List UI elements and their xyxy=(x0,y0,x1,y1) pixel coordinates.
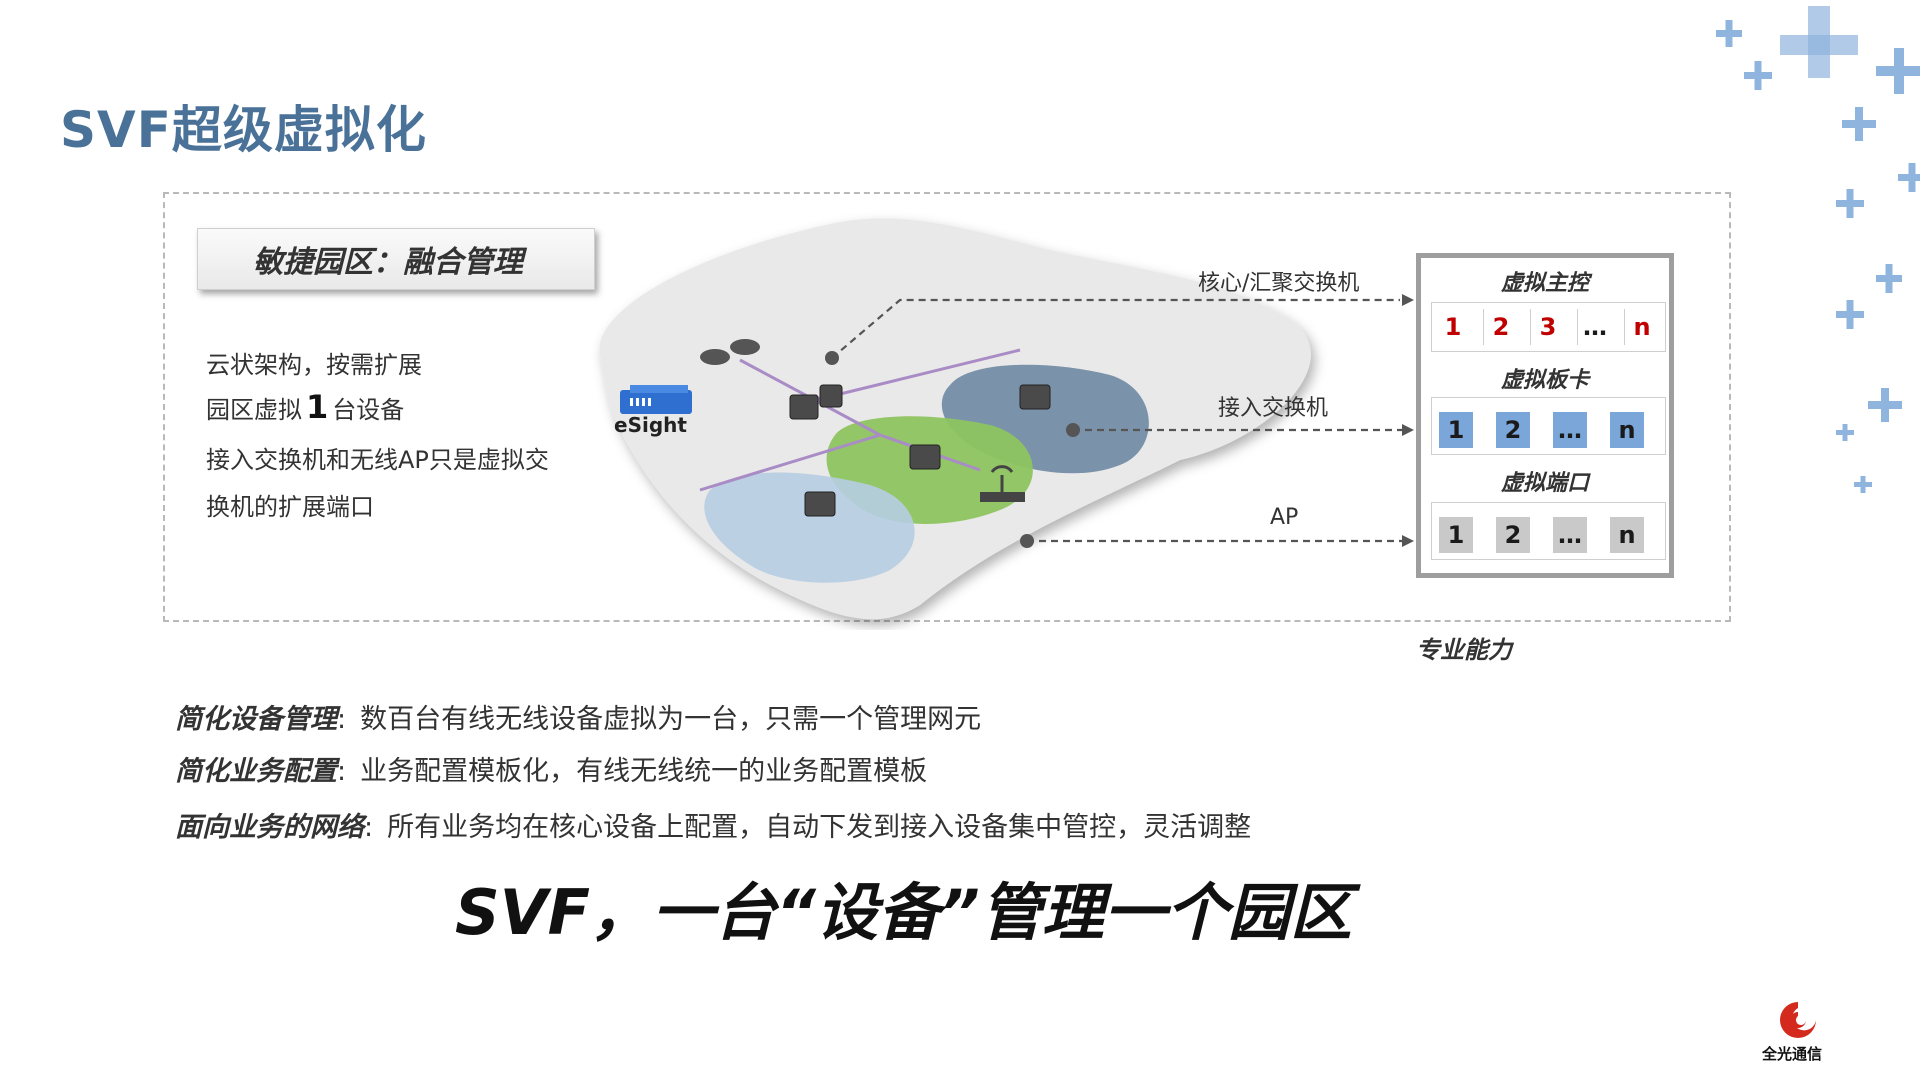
switch-icons xyxy=(789,384,1051,517)
main-slot-row: 1 2 3 … n xyxy=(1431,302,1666,352)
port-slot-n: n xyxy=(1610,517,1644,553)
main-slot-ellipsis: … xyxy=(1577,309,1612,345)
access-switch-label: 接入交换机 xyxy=(1218,396,1329,421)
page-title: SVF超级虚拟化 xyxy=(60,101,427,159)
bullet-3: 面向业务的网络: 所有业务均在核心设备上配置，自动下发到接入设备集中管控，灵活调整 xyxy=(175,805,1251,844)
port-slot-1: 1 xyxy=(1439,517,1473,553)
diagram-frame xyxy=(163,192,1731,622)
bullet-3-text: 所有业务均在核心设备上配置，自动下发到接入设备集中管控，灵活调整 xyxy=(387,812,1252,843)
esight-label: eSight xyxy=(614,413,687,437)
bullet-2-sep: : xyxy=(337,756,347,787)
card-slot-row: 1 2 … n xyxy=(1431,397,1666,455)
esight-server-icon xyxy=(620,385,692,414)
desc-line-2-pre: 园区虚拟 xyxy=(206,396,302,424)
desc-line-3: 接入交换机和无线AP只是虚拟交 xyxy=(206,446,549,474)
card-slot-n: n xyxy=(1610,412,1644,448)
ap-label: AP xyxy=(1270,505,1299,530)
bullet-3-key: 面向业务的网络 xyxy=(175,812,364,843)
slogan: SVF，一台“设备”管理一个园区 xyxy=(455,876,1352,949)
bullet-1-sep: : xyxy=(337,704,347,735)
main-slot-3: 3 xyxy=(1530,309,1565,345)
card-slot-ellipsis: … xyxy=(1553,412,1587,448)
port-slot-row: 1 2 … n xyxy=(1431,502,1666,560)
banner-agile-campus: 敏捷园区：融合管理 xyxy=(197,228,595,290)
bullet-2: 简化业务配置: 业务配置模板化，有线无线统一的业务配置模板 xyxy=(175,749,927,788)
port-slot-ellipsis: … xyxy=(1553,517,1587,553)
main-slot-n: n xyxy=(1624,309,1659,345)
company-logo-icon xyxy=(1780,1002,1816,1038)
bullet-1: 简化设备管理: 数百台有线无线设备虚拟为一台，只需一个管理网元 xyxy=(175,697,981,736)
bullet-1-text: 数百台有线无线设备虚拟为一台，只需一个管理网元 xyxy=(360,704,982,735)
panel-title-port: 虚拟端口 xyxy=(1500,471,1589,496)
decorative-plus-icons xyxy=(1716,6,1920,493)
zone-blue-light xyxy=(704,472,915,583)
desc-line-4: 换机的扩展端口 xyxy=(206,493,374,521)
panel-title-main: 虚拟主控 xyxy=(1500,271,1589,296)
ap-icon xyxy=(980,465,1025,502)
panel-caption: 专业能力 xyxy=(1416,636,1512,664)
network-cloud-diagram xyxy=(599,218,1414,620)
router-icons xyxy=(700,339,760,365)
card-slot-2: 2 xyxy=(1496,412,1530,448)
company-logo-text: 全光通信 xyxy=(1762,1045,1823,1063)
desc-line-2-num: 1 xyxy=(306,388,329,426)
desc-line-1: 云状架构，按需扩展 xyxy=(206,351,422,379)
card-slot-1: 1 xyxy=(1439,412,1473,448)
port-slot-2: 2 xyxy=(1496,517,1530,553)
core-switch-label: 核心/汇聚交换机 xyxy=(1198,271,1360,296)
main-slot-2: 2 xyxy=(1483,309,1518,345)
main-slot-1: 1 xyxy=(1444,313,1462,341)
desc-line-2-post: 台设备 xyxy=(332,396,405,424)
bullet-3-sep: : xyxy=(364,812,374,843)
panel-title-card: 虚拟板卡 xyxy=(1500,368,1589,393)
bullet-2-key: 简化业务配置 xyxy=(175,756,337,787)
bullet-1-key: 简化设备管理 xyxy=(175,704,337,735)
bullet-2-text: 业务配置模板化，有线无线统一的业务配置模板 xyxy=(360,756,928,787)
